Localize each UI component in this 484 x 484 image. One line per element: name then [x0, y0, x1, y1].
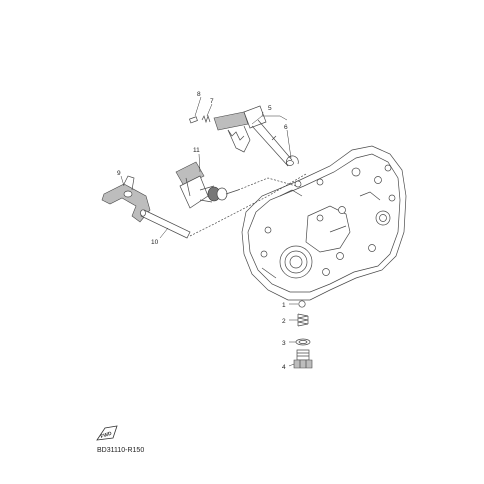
callout-5: 5: [268, 105, 272, 112]
ball: [298, 300, 306, 308]
compression-spring: [297, 313, 309, 327]
plug-bolt: [293, 349, 313, 369]
shift-shaft-assembly: [213, 105, 294, 167]
fork-guide-bar: [140, 209, 191, 239]
callout-4: 4: [282, 364, 286, 371]
circlip: [286, 155, 299, 167]
gasket-washer: [295, 338, 311, 346]
small-spring: [201, 114, 211, 124]
callout-10: 10: [151, 239, 159, 246]
callout-7: 7: [210, 98, 214, 105]
dowel-pin: [189, 116, 198, 124]
callout-8: 8: [197, 91, 201, 98]
callout-2: 2: [282, 318, 286, 325]
callout-1: 1: [282, 302, 286, 309]
callout-6: 6: [284, 124, 288, 131]
crankcase-cover: [241, 145, 407, 301]
callout-3: 3: [282, 340, 286, 347]
fwd-badge: FWD: [96, 425, 118, 441]
shift-drum-assembly: [175, 161, 239, 209]
callout-labels: 8 7 5 6 11 9 10 1 2 3 4: [117, 91, 288, 371]
callout-11: 11: [193, 147, 200, 154]
callout-9: 9: [117, 170, 121, 177]
callout-leaders: [120, 96, 298, 367]
assembly-guidelines: [189, 173, 307, 237]
shift-fork: [101, 175, 151, 223]
drawing-code: BD31110-R150: [97, 447, 144, 454]
fwd-label: FWD: [100, 431, 113, 440]
